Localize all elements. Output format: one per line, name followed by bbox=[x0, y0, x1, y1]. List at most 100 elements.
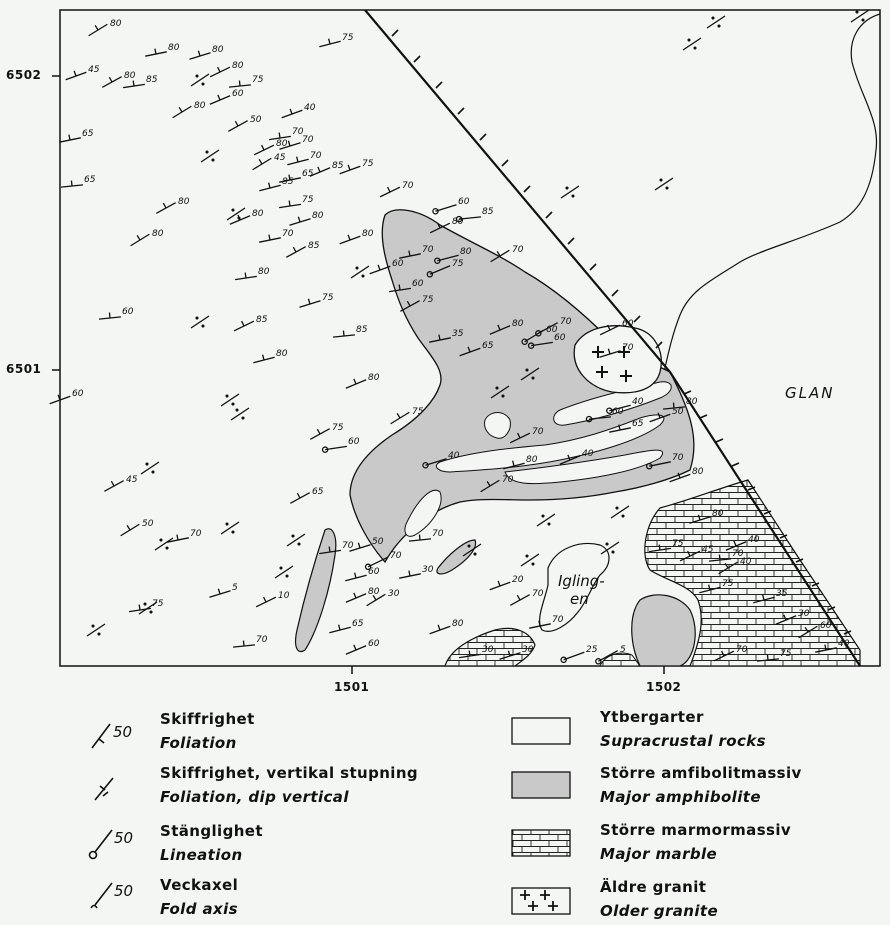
strike-line bbox=[607, 348, 611, 355]
legend-title: Ytbergarter bbox=[600, 708, 704, 726]
strike-line bbox=[138, 604, 141, 611]
strike-line bbox=[600, 541, 620, 555]
lineation-mark bbox=[527, 342, 535, 349]
strike-line bbox=[57, 394, 61, 401]
dip-value: 85 bbox=[256, 315, 268, 325]
dip-value: 80 bbox=[368, 587, 380, 597]
strike-line bbox=[242, 640, 245, 647]
vertical-dot bbox=[97, 632, 101, 636]
strike-line bbox=[677, 472, 681, 479]
dip-value: 70 bbox=[560, 317, 572, 327]
dip-value: 75 bbox=[452, 259, 464, 269]
dip-value: 60 bbox=[348, 437, 360, 447]
dip-value: 80 bbox=[168, 43, 180, 53]
strike-line bbox=[588, 416, 612, 420]
strike-line bbox=[94, 24, 99, 31]
dip-value: 80 bbox=[362, 229, 374, 239]
legend-subtitle: Major marble bbox=[600, 845, 718, 863]
strike-line bbox=[108, 312, 111, 319]
strike-line bbox=[88, 23, 108, 37]
dip-value: 70 bbox=[552, 615, 564, 625]
grid-ticks bbox=[52, 75, 665, 674]
legend-subtitle: Older granite bbox=[600, 902, 719, 920]
legend-title: Stänglighet bbox=[160, 822, 263, 840]
strike-line bbox=[296, 492, 301, 499]
lineation-mark bbox=[426, 271, 434, 278]
dip-value: 80 bbox=[124, 71, 136, 81]
strike-line bbox=[367, 556, 389, 568]
vertical-dot bbox=[241, 416, 245, 420]
dip-value: 40 bbox=[304, 103, 316, 113]
lineation-icon bbox=[88, 829, 113, 860]
dip-value: 70 bbox=[736, 645, 748, 655]
strike-line bbox=[610, 505, 630, 519]
strike-line bbox=[516, 594, 521, 601]
strike-line bbox=[162, 202, 167, 209]
dip-value: 60 bbox=[368, 567, 380, 577]
vertical-dot bbox=[279, 566, 283, 570]
strike-line bbox=[377, 264, 381, 271]
dip-value: 75 bbox=[152, 599, 164, 609]
strike-line bbox=[241, 320, 245, 327]
dip-value: 60 bbox=[368, 639, 380, 649]
dip-value: 30 bbox=[482, 645, 494, 655]
vertical-dot bbox=[235, 408, 239, 412]
strike-line bbox=[706, 15, 726, 29]
strike-line bbox=[733, 540, 737, 547]
dip-value: 75 bbox=[302, 195, 314, 205]
strike-line bbox=[268, 234, 271, 241]
strike-line bbox=[108, 76, 113, 83]
strike-line bbox=[217, 588, 221, 595]
strike-line bbox=[354, 572, 357, 579]
vertical-dot bbox=[151, 470, 155, 474]
strike-line bbox=[804, 626, 809, 633]
dip-value: 60 bbox=[554, 333, 566, 343]
strike-line bbox=[766, 654, 769, 661]
vertical-dot bbox=[361, 274, 365, 278]
strike-line bbox=[462, 543, 482, 557]
structural-symbols bbox=[49, 9, 870, 665]
dip-value: 30 bbox=[522, 645, 534, 655]
lineation-mark bbox=[585, 415, 593, 423]
supracrustal-lens bbox=[404, 489, 442, 537]
northing-label: 6501 bbox=[6, 362, 42, 376]
dip-value: 60 bbox=[820, 621, 832, 631]
strike-line bbox=[353, 644, 357, 651]
strike-line bbox=[697, 514, 701, 521]
strike-line bbox=[197, 50, 201, 57]
strike-line bbox=[296, 156, 299, 163]
dip-value: 80 bbox=[452, 619, 464, 629]
strike-line bbox=[328, 38, 331, 45]
strike-line bbox=[258, 158, 263, 165]
strike-line bbox=[328, 546, 331, 553]
dip-value: 80 bbox=[692, 467, 704, 477]
strike-line bbox=[468, 650, 471, 657]
dip-value: 70 bbox=[310, 151, 322, 161]
amphibolite-lens bbox=[631, 594, 696, 666]
vertical-dot bbox=[143, 602, 147, 606]
strike-line bbox=[178, 106, 183, 113]
strike-line bbox=[244, 272, 247, 279]
legend-subtitle: Foliation bbox=[160, 734, 237, 752]
legend-title: Skiffrighet bbox=[160, 710, 255, 728]
vertical-dot bbox=[525, 554, 529, 558]
dip-value: 85 bbox=[146, 75, 158, 85]
dip-value: 35 bbox=[452, 329, 464, 339]
legend-title: Större marmormassiv bbox=[600, 821, 792, 839]
dip-value: 60 bbox=[622, 319, 634, 329]
strike-line bbox=[563, 651, 585, 661]
dip-value: 70 bbox=[532, 589, 544, 599]
dip-value: 75 bbox=[252, 75, 264, 85]
strike-line bbox=[486, 480, 491, 487]
dip-value: 80 bbox=[452, 217, 464, 227]
strike-line bbox=[220, 521, 240, 535]
strike-line bbox=[317, 166, 321, 173]
vertical-dot bbox=[495, 386, 499, 390]
dip-value: 65 bbox=[312, 487, 324, 497]
strike-line bbox=[342, 330, 345, 337]
dip-value: 75 bbox=[780, 649, 792, 659]
dip-value: 80 bbox=[712, 509, 724, 519]
dip-value: 40 bbox=[838, 639, 850, 649]
strike-line bbox=[718, 554, 721, 561]
lineation-mark bbox=[560, 656, 567, 664]
